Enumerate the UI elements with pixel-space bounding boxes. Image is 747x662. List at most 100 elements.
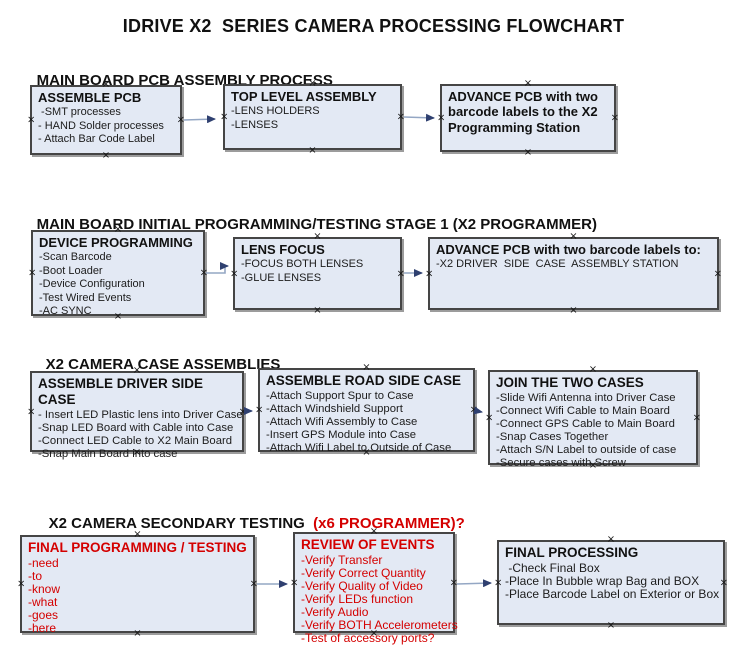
box-line: -X2 DRIVER SIDE CASE ASSEMBLY STATION <box>436 258 679 271</box>
box-line: -LENS HOLDERS <box>231 105 320 118</box>
anchor-x-icon: × <box>17 578 26 590</box>
box-title: TOP LEVEL ASSEMBLY <box>231 89 377 104</box>
anchor-x-icon: × <box>101 150 111 161</box>
box-line: -Place Barcode Label on Exterior or Box <box>505 587 720 602</box>
section-heading-text: X2 CAMERA SECONDARY TESTING <box>48 515 309 532</box>
anchor-x-icon: × <box>494 577 503 588</box>
box-line: -need <box>28 555 59 570</box>
box-title: ADVANCE PCB with two barcode labels to t… <box>448 89 598 135</box>
anchor-x-icon: × <box>308 145 317 156</box>
flow-box-final-programming-testing: FINAL PROGRAMMING / TESTING -need-to-kno… <box>17 530 258 639</box>
box-lines: -X2 DRIVER SIDE CASE ASSEMBLY STATION <box>436 258 712 271</box>
box-line: -Attach Support Spur to Case <box>266 389 414 402</box>
box-title: JOIN THE TWO CASES <box>496 375 644 390</box>
box-line: -Place In Bubble wrap Bag and BOX <box>505 574 700 588</box>
box-line: -Verify Quality of Video <box>301 579 423 594</box>
box-lines: -SMT processes- HAND Solder processes- A… <box>38 106 175 146</box>
box-title: DEVICE PROGRAMMING <box>39 235 193 250</box>
box-line: -LENSES <box>231 118 279 131</box>
box-line: - Insert LED Plastic lens into Driver Ca… <box>38 408 243 421</box>
box-lines: -Verify Transfer-Verify Correct Quantity… <box>301 552 458 646</box>
box-line: -Test Wired Events <box>39 291 132 304</box>
box-line: - HAND Solder processes <box>38 119 164 132</box>
box-line: -Slide Wifi Antenna into Driver Case <box>496 391 676 404</box>
anchor-x-icon: × <box>469 404 478 416</box>
box-line: -know <box>28 582 61 597</box>
section-heading-case-assemblies: X2 CAMERA CASE ASSEMBLIES <box>29 339 281 390</box>
box-line: -Attach Wifi Assembly to Case <box>266 415 418 428</box>
box-title: ADVANCE PCB with two barcode labels to: <box>436 242 701 257</box>
flow-box-device-programming: DEVICE PROGRAMMING -Scan Barcode-Boot Lo… <box>28 225 208 322</box>
page-title: IDRIVE X2 SERIES CAMERA PROCESSING FLOWC… <box>122 16 625 36</box>
flow-box-final-processing: FINAL PROCESSING -Check Final Box-Place … <box>494 535 728 631</box>
box-line: - Attach Bar Code Label <box>38 133 155 146</box>
connector-arrow <box>206 262 229 274</box>
box-line: -Verify Correct Quantity <box>301 566 426 580</box>
box-title: LENS FOCUS <box>241 242 325 257</box>
box-line: -here <box>28 621 57 636</box>
box-lines: -Slide Wifi Antenna into Driver Case-Con… <box>496 392 691 470</box>
box-line: -Attach Windshield Support <box>266 402 403 415</box>
box-lines: - Insert LED Plastic lens into Driver Ca… <box>38 408 243 461</box>
connector-arrow <box>183 115 216 124</box>
connector-arrow <box>456 579 492 588</box>
box-line: -GLUE LENSES <box>241 271 322 284</box>
box-line: -Verify BOTH Accelerometers <box>301 618 458 633</box>
box-line: -FOCUS BOTH LENSES <box>241 258 364 271</box>
anchor-x-icon: × <box>230 268 239 279</box>
box-line: -Insert GPS Module into Case <box>266 428 417 441</box>
box-line: -Snap Cases Together <box>496 430 609 443</box>
box-line: -Attach S/N Label to outside of case <box>496 443 677 456</box>
box-lines: -LENS HOLDERS-LENSES <box>231 105 395 132</box>
anchor-x-icon: × <box>290 577 299 588</box>
box-lines: -Scan Barcode-Boot Loader-Device Configu… <box>39 251 198 318</box>
flow-box-advance-pcb-programming-station: ADVANCE PCB with two barcode labels to t… <box>437 79 619 158</box>
flow-box-assemble-road-side-case: ASSEMBLE ROAD SIDE CASE -Attach Support … <box>255 363 478 458</box>
flow-box-top-level-assembly: TOP LEVEL ASSEMBLY -LENS HOLDERS-LENSES … <box>220 79 405 156</box>
box-line: -to <box>28 569 43 583</box>
box-line: -Verify Audio <box>301 605 369 620</box>
box-title: ASSEMBLE ROAD SIDE CASE <box>266 373 462 388</box>
anchor-x-icon: × <box>28 267 37 279</box>
flow-box-assemble-pcb: ASSEMBLE PCB -SMT processes- HAND Solder… <box>27 80 185 161</box>
anchor-x-icon: × <box>719 577 728 588</box>
flow-box-lens-focus: LENS FOCUS -FOCUS BOTH LENSES-GLUE LENSE… <box>230 232 405 316</box>
anchor-x-icon: × <box>606 534 616 545</box>
box-line: -what <box>28 595 58 610</box>
box-line: -Device Configuration <box>39 278 145 291</box>
connector-arrow <box>473 406 483 415</box>
anchor-x-icon: × <box>606 620 616 631</box>
box-line: -Snap LED Board with Cable into Case <box>38 421 234 434</box>
box-line: -Connect Wifi Cable to Main Board <box>496 404 670 417</box>
box-line: -Test of accessory ports? <box>301 631 435 646</box>
box-lines: -Attach Support Spur to Case-Attach Wind… <box>266 390 468 455</box>
anchor-x-icon: × <box>425 268 434 279</box>
anchor-x-icon: × <box>255 404 264 416</box>
anchor-x-icon: × <box>713 268 722 279</box>
box-lines: -FOCUS BOTH LENSES-GLUE LENSES <box>241 258 395 285</box>
box-line: -Attach Wifi Label to Outside of Case <box>266 441 452 454</box>
anchor-x-icon: × <box>249 578 258 590</box>
box-line: -Verify LEDs function <box>301 592 414 607</box>
box-line: -Boot Loader <box>39 264 103 277</box>
anchor-x-icon: × <box>485 412 494 423</box>
box-line: -Secure cases with Screw <box>496 456 626 469</box>
box-line: -goes <box>28 608 59 623</box>
anchor-x-icon: × <box>523 78 533 89</box>
box-title: REVIEW OF EVENTS <box>301 537 435 552</box>
flow-box-advance-pcb-driver-side-station: ADVANCE PCB with two barcode labels to: … <box>425 232 722 316</box>
anchor-x-icon: × <box>569 305 578 316</box>
section-heading-secondary-testing: X2 CAMERA SECONDARY TESTING (x6 PROGRAMM… <box>32 498 465 549</box>
box-line: -Connect LED Cable to X2 Main Board <box>38 434 233 447</box>
anchor-x-icon: × <box>313 305 322 316</box>
section-heading-red-text: (x6 PROGRAMMER)? <box>308 515 465 532</box>
box-line: -Verify Transfer <box>301 552 383 567</box>
anchor-x-icon: × <box>692 412 701 423</box>
anchor-x-icon: × <box>176 114 185 126</box>
box-title: ASSEMBLE DRIVER SIDE CASE <box>38 376 204 407</box>
anchor-x-icon: × <box>437 112 446 124</box>
box-line: -Snap Main Board into case <box>38 447 178 460</box>
anchor-x-icon: × <box>27 406 36 417</box>
anchor-x-icon: × <box>523 147 533 158</box>
